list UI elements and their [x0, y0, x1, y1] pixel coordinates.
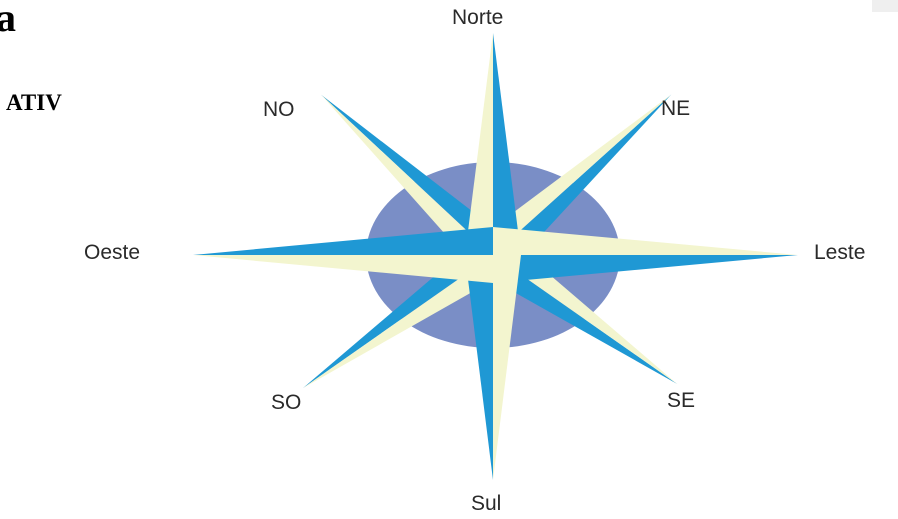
label-northwest: NO [263, 98, 295, 122]
label-west: Oeste [84, 241, 140, 265]
label-east: Leste [814, 241, 865, 265]
point-west [193, 227, 493, 283]
label-north: Norte [452, 6, 503, 30]
point-south [465, 255, 521, 480]
point-north [465, 33, 521, 255]
label-southeast: SE [667, 389, 695, 413]
label-northeast: NE [661, 97, 690, 121]
label-southwest: SO [271, 391, 301, 415]
point-east [493, 227, 798, 283]
label-south: Sul [471, 492, 501, 516]
